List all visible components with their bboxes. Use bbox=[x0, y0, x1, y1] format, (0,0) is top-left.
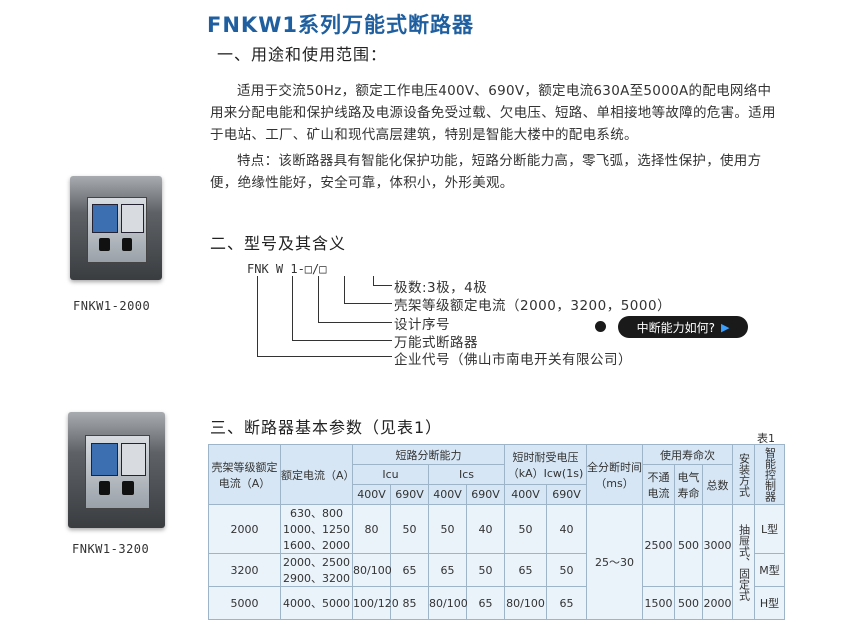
th-icu-400v: 400V bbox=[352, 484, 391, 505]
badge-label: 中断能力如何? bbox=[636, 320, 715, 335]
code-item-poles: 极数:3极，4极 bbox=[394, 280, 488, 296]
th-rated-current: 额定电流（A） bbox=[280, 444, 355, 505]
code-item-company: 企业代号（佛山市南电开关有限公司） bbox=[394, 352, 632, 368]
table-label: 表1 bbox=[757, 432, 775, 445]
table-row: 5000 4000、5000 100/120 85 80/100 65 80/1… bbox=[208, 586, 786, 620]
page-title: FNKW1系列万能式断路器 bbox=[207, 13, 474, 37]
th-life-electrical: 电气寿命 bbox=[674, 464, 703, 505]
break-time-value: 25～30 bbox=[586, 504, 643, 620]
code-item-frame-current: 壳架等级额定电流（2000，3200，5000） bbox=[394, 298, 672, 314]
table-row: 2000 630、800 1000、1250 1600、2000 80 50 5… bbox=[208, 504, 786, 620]
code-item-breaker-type: 万能式断路器 bbox=[394, 335, 478, 351]
th-install-method: 安装方式 bbox=[732, 444, 756, 505]
section3-heading: 三、断路器基本参数（见表1） bbox=[210, 418, 443, 437]
th-breaking-capacity: 短路分断能力 bbox=[352, 444, 505, 465]
section2-heading: 二、型号及其含义 bbox=[210, 234, 347, 253]
th-ics-690v: 690V bbox=[466, 484, 505, 505]
th-ics: Ics bbox=[428, 464, 505, 485]
th-life-total: 总数 bbox=[701, 464, 734, 505]
th-intelligent-controller: 智能控制器 bbox=[754, 444, 786, 505]
install-method-value: 抽屉式、固定式 bbox=[732, 504, 756, 620]
th-frame-current: 壳架等级额定电流（A） bbox=[208, 444, 281, 505]
th-icu-690v: 690V bbox=[390, 484, 429, 505]
th-total-break-time: 全分断时间（ms） bbox=[586, 444, 643, 505]
th-life-no-current: 不通电流 bbox=[642, 464, 675, 505]
badge-dot-icon bbox=[593, 319, 608, 334]
code-item-design-number: 设计序号 bbox=[394, 317, 450, 333]
breaker-2000-image bbox=[70, 176, 162, 280]
arrow-right-icon: ▶ bbox=[720, 320, 730, 334]
model-code: FNK W 1-□/□ bbox=[247, 262, 327, 276]
th-short-time-withstand: 短时耐受电压（kA）Icw(1s) bbox=[504, 444, 587, 485]
image-caption-3200: FNKW1-3200 bbox=[72, 542, 150, 556]
th-ics-400v: 400V bbox=[428, 484, 467, 505]
breaker-3200-image bbox=[68, 412, 165, 528]
image-caption-2000: FNKW1-2000 bbox=[73, 299, 151, 313]
section1-para2: 特点：该断路器具有智能化保护功能，短路分断能力高，零飞弧，选择性保护，使用方便，… bbox=[210, 153, 762, 191]
th-service-life: 使用寿命次 bbox=[641, 444, 734, 465]
ask-breaking-capacity-button[interactable]: 中断能力如何? ▶ bbox=[618, 316, 748, 338]
section1-para1: 适用于交流50Hz，额定工作电压400V、690V，额定电流630A至5000A… bbox=[210, 83, 776, 143]
th-icw-400v: 400V bbox=[504, 484, 547, 505]
th-icw-690v: 690V bbox=[546, 484, 587, 505]
parameters-table: 壳架等级额定电流（A） 额定电流（A） 短路分断能力 短时耐受电压（kA）Icw… bbox=[208, 444, 786, 620]
section1-heading: 一、用途和使用范围： bbox=[217, 45, 388, 64]
th-icu: Icu bbox=[352, 464, 429, 485]
